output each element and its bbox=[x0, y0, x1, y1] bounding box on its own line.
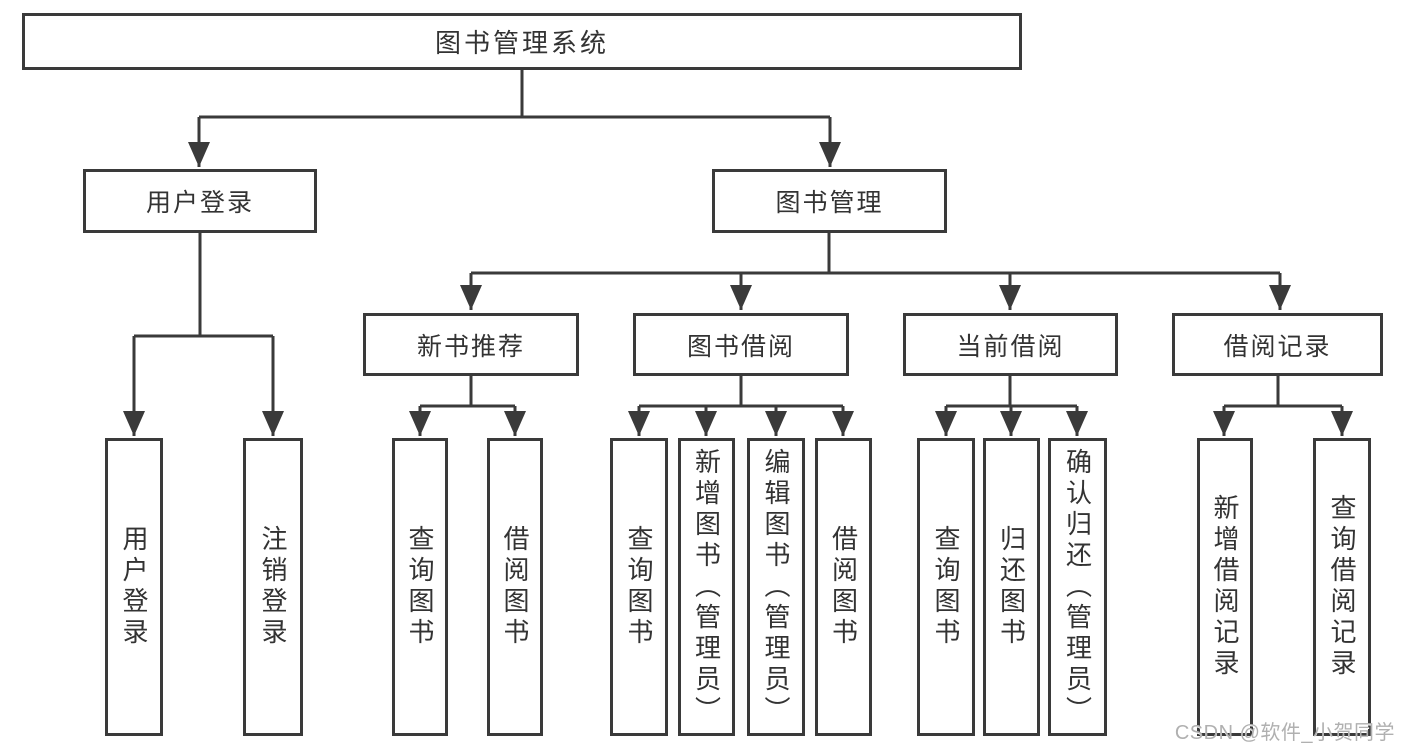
leaf-new-books-borrow: 借阅图书 bbox=[487, 438, 543, 736]
node-root-label: 图书管理系统 bbox=[434, 28, 609, 58]
csdn-watermark: CSDN @软件_小贺同学 bbox=[1174, 722, 1395, 744]
connector-book-mgmt-to-level3 bbox=[460, 233, 1291, 310]
connector-borrow-records-to-leaves bbox=[1213, 376, 1353, 436]
node-borrow-records: 借阅记录 bbox=[1172, 313, 1383, 376]
connector-new-books-to-leaves bbox=[409, 376, 526, 436]
leaf-borrow-edit-admin: 编辑图书（管理员） bbox=[747, 438, 805, 736]
leaf-records-query: 查询借阅记录 bbox=[1313, 438, 1371, 736]
node-root: 图书管理系统 bbox=[22, 13, 1022, 70]
connector-book-borrow-to-leaves bbox=[628, 376, 854, 436]
leaf-user-login-label: 用户登录 bbox=[119, 525, 149, 649]
node-book-mgmt: 图书管理 bbox=[712, 169, 947, 233]
node-user-login: 用户登录 bbox=[83, 169, 317, 233]
node-book-borrow-label: 图书借阅 bbox=[686, 332, 795, 361]
leaf-borrow-query-label: 查询图书 bbox=[624, 525, 654, 649]
node-current-borrow: 当前借阅 bbox=[903, 313, 1118, 376]
connector-user-login-to-leaves bbox=[123, 233, 284, 436]
leaf-records-add-label: 新增借阅记录 bbox=[1210, 494, 1240, 680]
leaf-records-query-label: 查询借阅记录 bbox=[1327, 494, 1357, 680]
node-book-borrow: 图书借阅 bbox=[633, 313, 849, 376]
leaf-new-books-borrow-label: 借阅图书 bbox=[500, 525, 530, 649]
leaf-current-query-label: 查询图书 bbox=[931, 525, 961, 649]
leaf-logout-login: 注销登录 bbox=[243, 438, 303, 736]
node-new-books-label: 新书推荐 bbox=[416, 332, 525, 361]
node-current-borrow-label: 当前借阅 bbox=[956, 332, 1065, 361]
leaf-borrow-query: 查询图书 bbox=[610, 438, 668, 736]
leaf-borrow-borrow: 借阅图书 bbox=[815, 438, 872, 736]
leaf-new-books-query-label: 查询图书 bbox=[405, 525, 435, 649]
leaf-logout-login-label: 注销登录 bbox=[258, 525, 288, 649]
leaf-current-return-label: 归还图书 bbox=[996, 525, 1027, 649]
leaf-user-login: 用户登录 bbox=[105, 438, 163, 736]
node-book-mgmt-label: 图书管理 bbox=[775, 189, 884, 217]
node-borrow-records-label: 借阅记录 bbox=[1223, 332, 1332, 361]
leaf-current-confirm-admin-label: 确认归还（管理员） bbox=[1062, 447, 1093, 727]
connector-current-borrow-to-leaves bbox=[935, 376, 1088, 436]
leaf-borrow-borrow-label: 借阅图书 bbox=[828, 525, 859, 649]
leaf-current-confirm-admin: 确认归还（管理员） bbox=[1048, 438, 1107, 736]
leaf-current-return: 归还图书 bbox=[983, 438, 1040, 736]
node-user-login-label: 用户登录 bbox=[145, 189, 254, 217]
leaf-current-query: 查询图书 bbox=[917, 438, 975, 736]
connector-root-to-level2 bbox=[188, 70, 841, 167]
leaf-new-books-query: 查询图书 bbox=[392, 438, 448, 736]
leaf-borrow-add-admin-label: 新增图书（管理员） bbox=[691, 447, 722, 727]
leaf-borrow-add-admin: 新增图书（管理员） bbox=[678, 438, 735, 736]
leaf-borrow-edit-admin-label: 编辑图书（管理员） bbox=[761, 447, 791, 727]
leaf-records-add: 新增借阅记录 bbox=[1197, 438, 1253, 736]
node-new-books: 新书推荐 bbox=[363, 313, 579, 376]
